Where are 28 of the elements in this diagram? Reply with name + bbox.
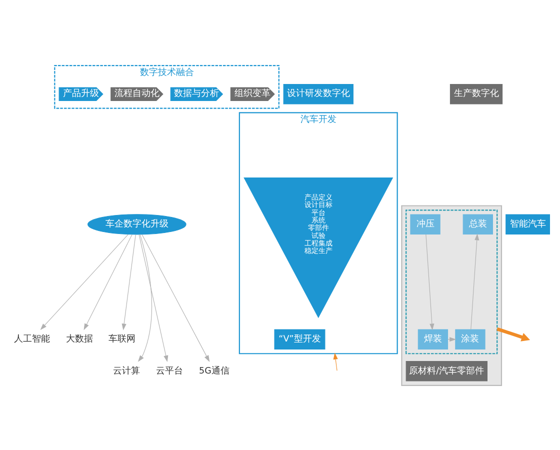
arrow bbox=[142, 234, 210, 362]
node-box: 生产数字化 bbox=[450, 83, 503, 104]
arrow bbox=[40, 234, 128, 330]
cluster bbox=[406, 209, 498, 354]
arrow bbox=[426, 234, 434, 330]
node-box: 智能汽车 bbox=[506, 214, 550, 234]
node-box: 总装 bbox=[462, 214, 493, 234]
node-box: “V”型开发 bbox=[274, 328, 326, 350]
node-box: 涂装 bbox=[455, 328, 486, 350]
arrow bbox=[470, 233, 480, 330]
node-text: 大数据 bbox=[66, 334, 93, 344]
arrow bbox=[138, 234, 168, 362]
arrow bbox=[138, 234, 152, 362]
node-box: 原材料/汽车零部件 bbox=[406, 360, 488, 381]
node-text: 云平台 bbox=[156, 366, 183, 376]
node-box: 焊装 bbox=[418, 328, 448, 350]
node-text: 车联网 bbox=[108, 334, 136, 344]
node-ellipse: 车企数字化升级 bbox=[88, 214, 186, 234]
arrow bbox=[84, 234, 132, 330]
arrow bbox=[496, 326, 530, 341]
cluster bbox=[401, 204, 502, 386]
arrow bbox=[122, 234, 136, 330]
node-box: 设计研发数字化 bbox=[283, 83, 354, 104]
node-text: 云计算 bbox=[112, 366, 140, 376]
node-box: 冲压 bbox=[410, 214, 440, 234]
node-text: 5G通信 bbox=[199, 366, 230, 376]
arrow bbox=[333, 352, 338, 370]
node-text: 人工智能 bbox=[14, 334, 50, 344]
